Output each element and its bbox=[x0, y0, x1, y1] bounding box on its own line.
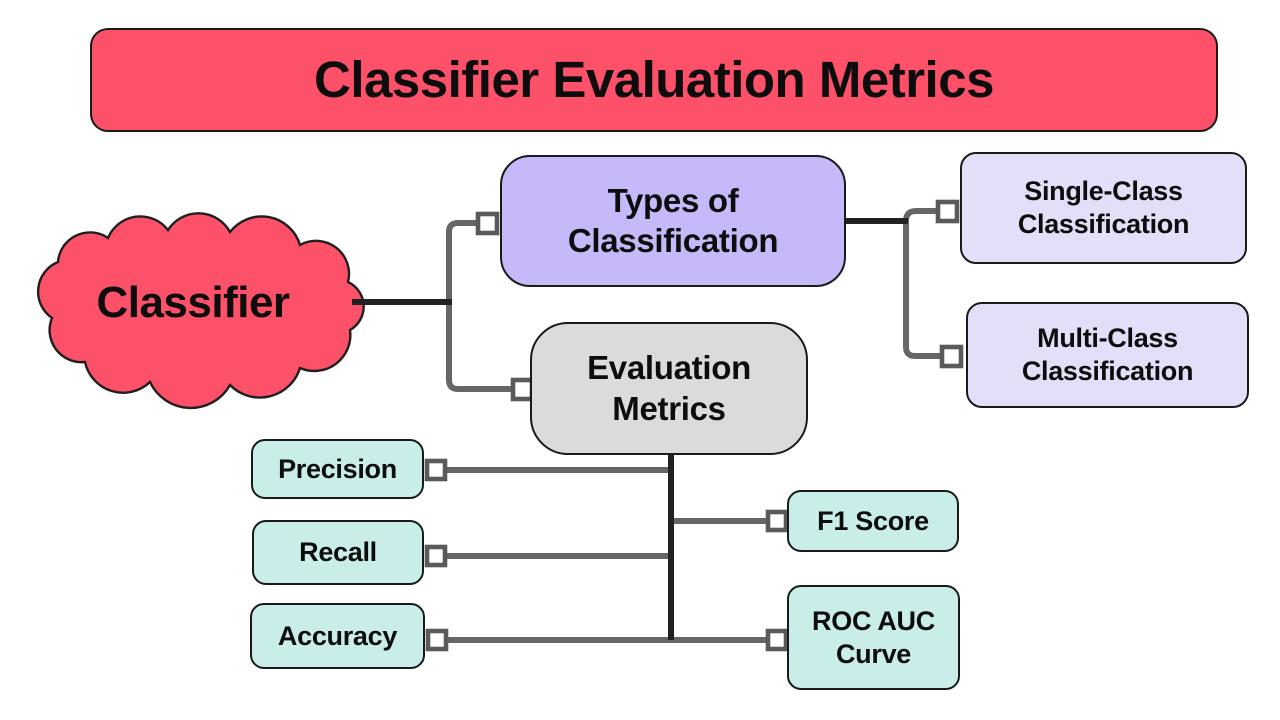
link-node-multi bbox=[939, 344, 964, 369]
node-multi-class-classification: Multi-Class Classification bbox=[966, 302, 1249, 408]
node-types-of-classification: Types of Classification bbox=[500, 155, 846, 287]
link-node-precision bbox=[424, 458, 448, 482]
root-node-classifier: Classifier bbox=[96, 278, 290, 327]
link-node-accuracy bbox=[425, 628, 449, 652]
connector-types-to-multi bbox=[903, 218, 943, 359]
link-node-f1 bbox=[765, 509, 789, 533]
link-node-single bbox=[935, 199, 960, 224]
connector-root-to-types bbox=[446, 220, 478, 310]
link-node-roc bbox=[765, 628, 789, 652]
connector-root-to-eval bbox=[446, 296, 513, 392]
node-roc-auc-curve: ROC AUC Curve bbox=[787, 585, 960, 690]
diagram-title: Classifier Evaluation Metrics bbox=[90, 28, 1218, 132]
node-precision: Precision bbox=[251, 439, 424, 499]
node-evaluation-metrics: Evaluation Metrics bbox=[530, 322, 808, 455]
node-accuracy: Accuracy bbox=[250, 603, 425, 669]
node-f1-score: F1 Score bbox=[787, 490, 959, 552]
link-node-recall bbox=[424, 544, 448, 568]
cloud-shape bbox=[36, 212, 365, 410]
node-recall: Recall bbox=[252, 520, 424, 585]
node-single-class-classification: Single-Class Classification bbox=[960, 152, 1247, 264]
connector-types-to-single bbox=[903, 208, 939, 226]
link-node-types bbox=[475, 211, 500, 236]
